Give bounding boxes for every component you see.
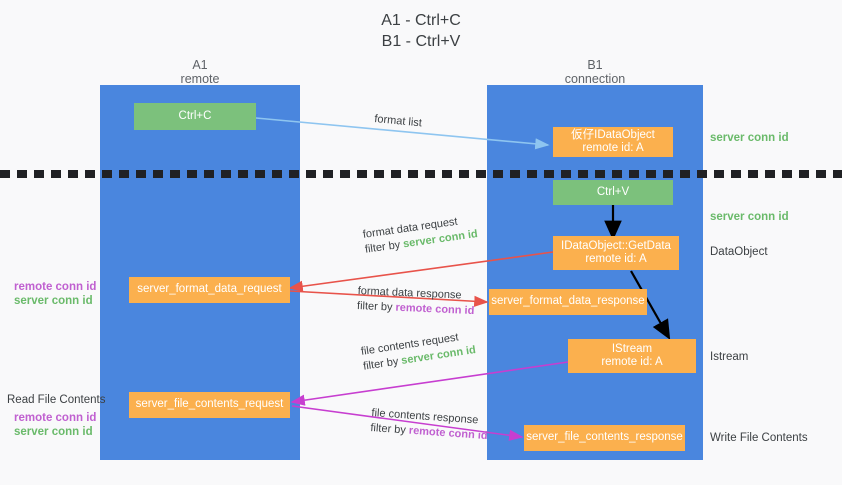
title-line-2: B1 - Ctrl+V <box>381 33 461 50</box>
column-header-b1: B1 connection <box>487 58 703 86</box>
box-server-format-data-response-label: server_format_data_response <box>491 295 645 308</box>
label-format-data-response: format data response filter by remote co… <box>356 284 475 318</box>
label-file-contents-request: file contents request filter by server c… <box>360 331 477 373</box>
box-server-file-contents-request-label: server_file_contents_request <box>135 398 284 411</box>
box-server-file-contents-response-label: server_file_contents_response <box>526 431 683 444</box>
box-ctrl-c-label: Ctrl+C <box>178 109 212 122</box>
note-write-file-contents: Write File Contents <box>710 432 808 444</box>
box-ctrl-c[interactable]: Ctrl+C <box>134 103 256 130</box>
box-istream-line2: remote id: A <box>601 356 663 368</box>
filter-key-remote-conn-id-1: remote conn id <box>395 301 475 318</box>
note-server-conn-id-top: server conn id <box>710 132 789 144</box>
box-getdata[interactable]: IDataObject::GetData remote id: A <box>553 236 679 270</box>
box-server-format-data-response[interactable]: server_format_data_response <box>489 289 647 315</box>
column-a1-role: remote <box>180 72 220 86</box>
note-read-file-contents: Read File Contents <box>7 394 106 406</box>
box-ctrl-v[interactable]: Ctrl+V <box>553 180 673 205</box>
note-server-conn-id-2: server conn id <box>14 426 93 438</box>
box-server-file-contents-response[interactable]: server_file_contents_response <box>524 425 685 451</box>
note-remote-conn-id-1: remote conn id <box>14 281 97 293</box>
box-idataobject-line2: remote id: A <box>582 142 644 154</box>
note-istream: Istream <box>710 351 749 363</box>
note-server-conn-id-mid: server conn id <box>710 211 789 223</box>
box-server-file-contents-request[interactable]: server_file_contents_request <box>129 392 290 418</box>
label-file-contents-response: file contents response filter by remote … <box>370 406 488 443</box>
divider-dashed-line <box>0 170 842 178</box>
note-remote-conn-id-2: remote conn id <box>14 412 97 424</box>
box-idataobject[interactable]: 仮仔IDataObject remote id: A <box>553 127 673 157</box>
box-istream[interactable]: IStream remote id: A <box>568 339 696 373</box>
title-line-1: A1 - Ctrl+C <box>381 12 461 29</box>
column-header-a1: A1 remote <box>100 58 300 86</box>
box-server-format-data-request-label: server_format_data_request <box>137 283 282 296</box>
box-getdata-line1: IDataObject::GetData <box>561 239 671 252</box>
box-istream-line1: IStream <box>611 342 653 355</box>
column-b1-name: B1 <box>587 58 603 72</box>
box-idataobject-line1: 仮仔IDataObject <box>571 128 655 141</box>
box-ctrl-v-label: Ctrl+V <box>596 185 630 198</box>
column-a1-name: A1 <box>192 58 208 72</box>
note-dataobject: DataObject <box>710 246 768 258</box>
page-title: A1 - Ctrl+C B1 - Ctrl+V <box>0 10 842 52</box>
label-format-list: format list <box>373 112 423 130</box>
box-getdata-line2: remote id: A <box>585 253 647 265</box>
column-b1-role: connection <box>564 72 626 86</box>
label-format-data-request: format data request filter by server con… <box>362 215 479 256</box>
box-server-format-data-request[interactable]: server_format_data_request <box>129 277 290 303</box>
note-server-conn-id-1: server conn id <box>14 295 93 307</box>
